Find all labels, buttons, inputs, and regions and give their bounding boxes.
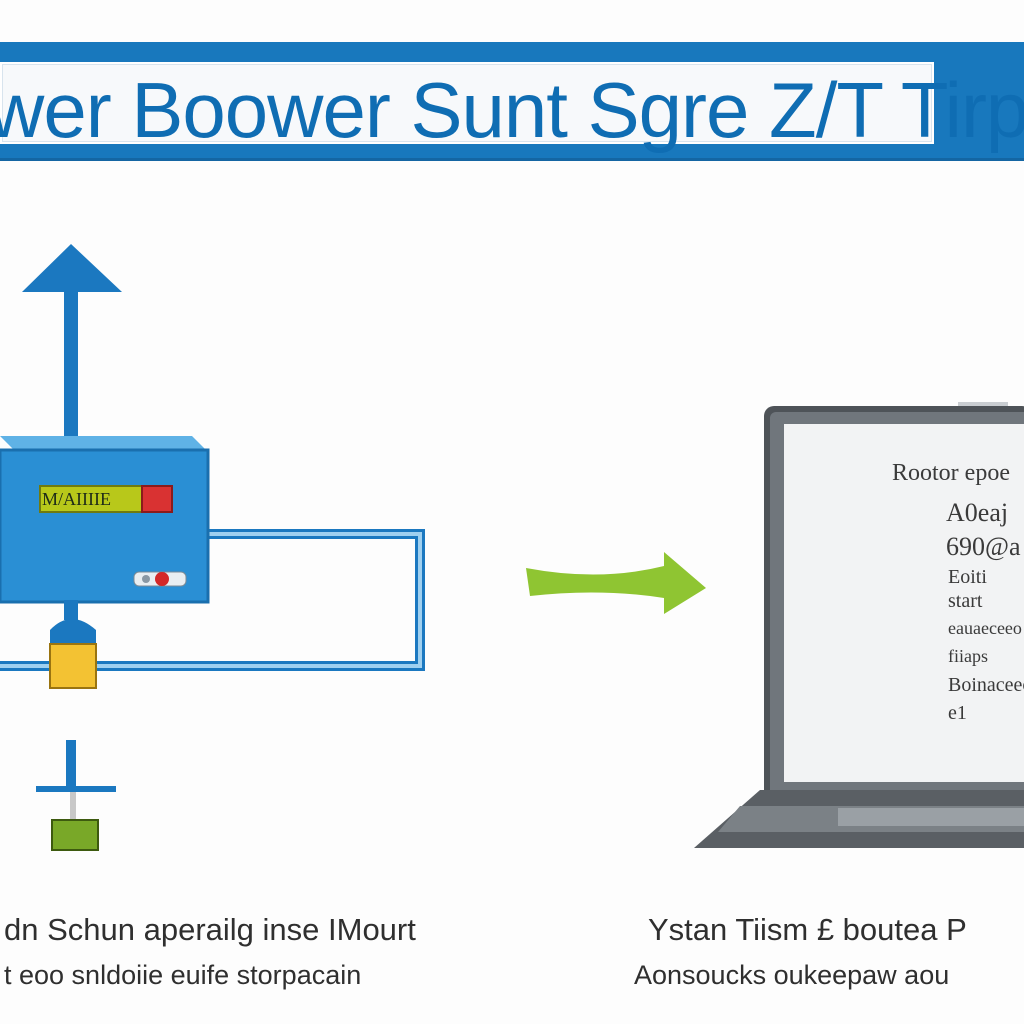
left-caption-line1: dn Schun aperailg inse IMourt (4, 912, 416, 947)
power-plug-icon (49, 600, 97, 689)
screen-line: start (948, 590, 983, 612)
transfer-arrow-icon (526, 552, 706, 614)
left-caption-line2: t eoo snldoiie euife storpacain (4, 960, 362, 990)
screen-heading: Rootor epoe (892, 460, 1010, 486)
upload-arrow-icon (22, 244, 122, 442)
title-panel: wer Boower Sunt Sgre Z/T Tirp (0, 62, 1024, 151)
antenna-pole-icon (36, 740, 116, 851)
laptop-screen: Rootor epoe A0eaj 690@a Eoiti start eaua… (784, 424, 1024, 782)
router-display-label: M/AIIIIE (42, 489, 111, 509)
screen-line: Boinaceeo (948, 674, 1024, 696)
router-icon (0, 436, 210, 604)
title-banner: wer Boower Sunt Sgre Z/T Tirp (0, 42, 1024, 161)
right-caption-line2: Aonsoucks oukeepaw aou (634, 960, 950, 990)
banner-title: wer Boower Sunt Sgre Z/T Tirp (0, 66, 1024, 154)
screen-line: Eoiti (948, 566, 987, 588)
screen-line: fiiaps (948, 646, 988, 666)
screen-line: e1 (948, 702, 967, 724)
network-cable (0, 529, 425, 671)
screen-line: A0eaj (946, 498, 1009, 527)
screen-line: 690@a (946, 532, 1021, 561)
right-caption-line1: Ystan Tiism £ boutea P (648, 912, 967, 947)
screen-line: eauaeceeo (948, 618, 1022, 638)
